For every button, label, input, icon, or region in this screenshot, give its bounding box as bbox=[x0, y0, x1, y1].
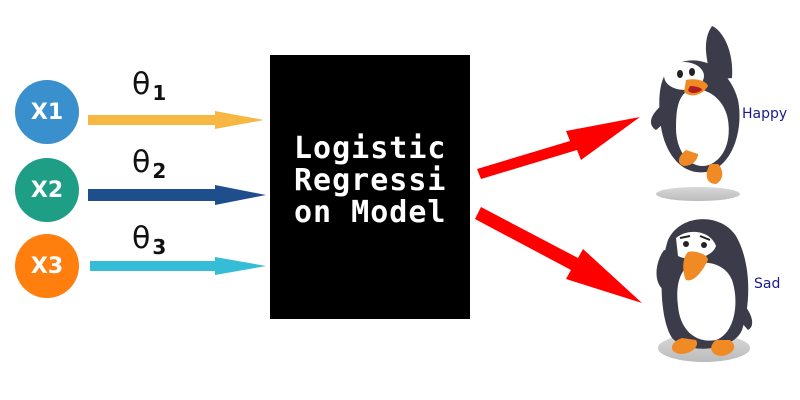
input-label-x3: X3 bbox=[30, 253, 64, 279]
input-label-x1: X1 bbox=[30, 99, 64, 125]
output-arrow-sad bbox=[475, 207, 642, 303]
output-arrow-happy bbox=[477, 117, 640, 179]
input-node-x3: X3 bbox=[15, 234, 79, 298]
sad-penguin-illustration bbox=[656, 219, 753, 362]
theta-symbol: θ bbox=[132, 221, 151, 256]
weight-arrow-1 bbox=[88, 111, 264, 129]
input-node-x1: X1 bbox=[15, 80, 79, 144]
model-box: Logistic Regression Model bbox=[270, 55, 470, 319]
model-label: Logistic Regression Model bbox=[294, 131, 447, 231]
theta-subscript: 2 bbox=[152, 159, 167, 183]
input-node-x2: X2 bbox=[15, 158, 79, 222]
output-label-sad: Sad bbox=[754, 276, 781, 292]
theta-subscript: 3 bbox=[152, 235, 167, 259]
theta-symbol: θ bbox=[132, 67, 151, 102]
happy-penguin-illustration bbox=[650, 26, 740, 201]
theta-subscript: 1 bbox=[152, 81, 167, 105]
weight-arrow-2 bbox=[88, 185, 266, 205]
output-label-happy: Happy bbox=[742, 106, 788, 122]
input-label-x2: X2 bbox=[30, 177, 64, 203]
weight-arrow-3 bbox=[90, 257, 266, 275]
theta-symbol: θ bbox=[132, 145, 151, 180]
